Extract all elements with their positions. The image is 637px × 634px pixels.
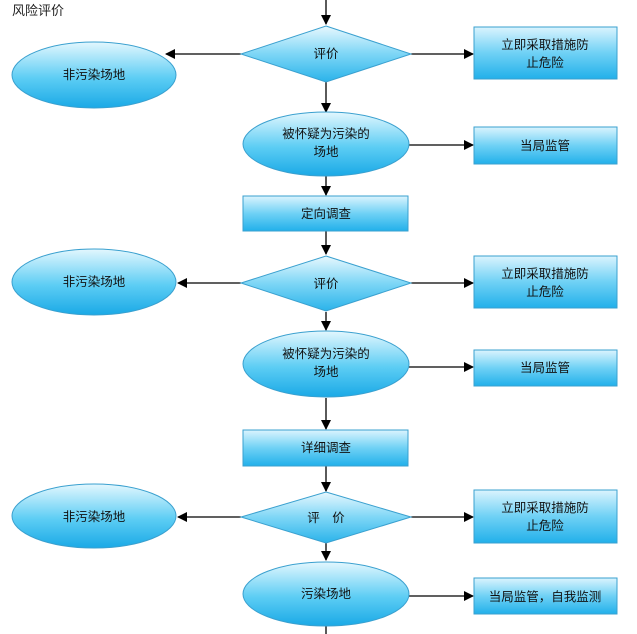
ellipse-polluted-site: 污染场地 bbox=[242, 561, 410, 627]
box-monitor-1: 当局监管 bbox=[473, 126, 618, 165]
ellipse-non-polluted-2-label: 非污染场地 bbox=[63, 274, 126, 289]
box-detailed-survey-label: 详细调查 bbox=[301, 440, 352, 455]
decision-eval-3-label: 评 价 bbox=[307, 510, 345, 525]
box-immediate-action-2-line2: 止危险 bbox=[526, 284, 564, 299]
box-immediate-action-2-line1: 立即采取措施防 bbox=[501, 266, 589, 281]
box-monitor-self: 当局监管，自我监测 bbox=[473, 577, 618, 615]
box-immediate-action-1: 立即采取措施防 止危险 bbox=[473, 26, 618, 80]
box-monitor-2-label: 当局监管 bbox=[520, 360, 570, 375]
ellipse-suspected-1-line1: 被怀疑为污染的 bbox=[282, 126, 370, 141]
ellipse-suspected-2: 被怀疑为污染的 场地 bbox=[242, 330, 410, 398]
decision-eval-2-label: 评价 bbox=[313, 276, 339, 291]
ellipse-suspected-2-line1: 被怀疑为污染的 bbox=[282, 346, 370, 361]
box-immediate-action-2: 立即采取措施防 止危险 bbox=[473, 255, 618, 309]
ellipse-non-polluted-3-label: 非污染场地 bbox=[63, 509, 126, 524]
box-immediate-action-3-line2: 止危险 bbox=[526, 518, 564, 533]
page-title: 风险评价 bbox=[12, 4, 65, 19]
box-immediate-action-1-line1: 立即采取措施防 bbox=[501, 37, 589, 52]
box-immediate-action-3-line1: 立即采取措施防 bbox=[501, 500, 589, 515]
ellipse-non-polluted-2: 非污染场地 bbox=[11, 248, 177, 316]
box-directed-survey-label: 定向调查 bbox=[301, 206, 352, 221]
box-monitor-self-label: 当局监管，自我监测 bbox=[489, 589, 602, 604]
box-immediate-action-3: 立即采取措施防 止危险 bbox=[473, 489, 618, 544]
ellipse-non-polluted-1: 非污染场地 bbox=[11, 41, 177, 109]
box-immediate-action-1-line2: 止危险 bbox=[526, 55, 564, 70]
decision-eval-1-label: 评价 bbox=[313, 46, 339, 61]
ellipse-non-polluted-3: 非污染场地 bbox=[11, 483, 177, 549]
connectors bbox=[165, 0, 474, 634]
decision-eval-3: 评 价 bbox=[239, 491, 413, 544]
ellipse-suspected-2-line2: 场地 bbox=[313, 364, 339, 379]
decision-eval-1: 评价 bbox=[239, 25, 413, 83]
box-detailed-survey: 详细调查 bbox=[242, 429, 409, 467]
ellipse-polluted-site-label: 污染场地 bbox=[301, 586, 352, 601]
box-monitor-1-label: 当局监管 bbox=[520, 138, 570, 153]
ellipse-non-polluted-1-label: 非污染场地 bbox=[63, 67, 126, 82]
decision-eval-2: 评价 bbox=[239, 255, 413, 312]
box-monitor-2: 当局监管 bbox=[473, 349, 618, 387]
ellipse-suspected-1: 被怀疑为污染的 场地 bbox=[242, 111, 410, 177]
box-directed-survey: 定向调查 bbox=[242, 195, 409, 232]
ellipse-suspected-1-line2: 场地 bbox=[313, 144, 339, 159]
